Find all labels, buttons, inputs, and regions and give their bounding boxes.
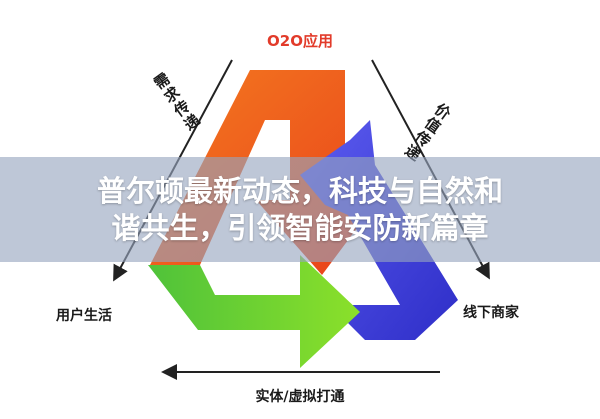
user-life-label: 用户生活 (56, 308, 112, 324)
headline-title: 普尔顿最新动态，科技与自然和 谐共生，引领智能安防新篇章 (0, 173, 600, 247)
green-arrow (148, 255, 360, 368)
o2o-application-label: O2O应用 (267, 32, 333, 50)
headline-banner: 普尔顿最新动态，科技与自然和 谐共生，引领智能安防新篇章 (0, 157, 600, 262)
offline-merchant-label: 线下商家 (463, 305, 519, 321)
headline-line-2: 谐共生，引领智能安防新篇章 (111, 211, 489, 245)
online-offline-connect-label: 实体/虚拟打通 (255, 389, 345, 405)
headline-line-1: 普尔顿最新动态，科技与自然和 (96, 174, 503, 208)
